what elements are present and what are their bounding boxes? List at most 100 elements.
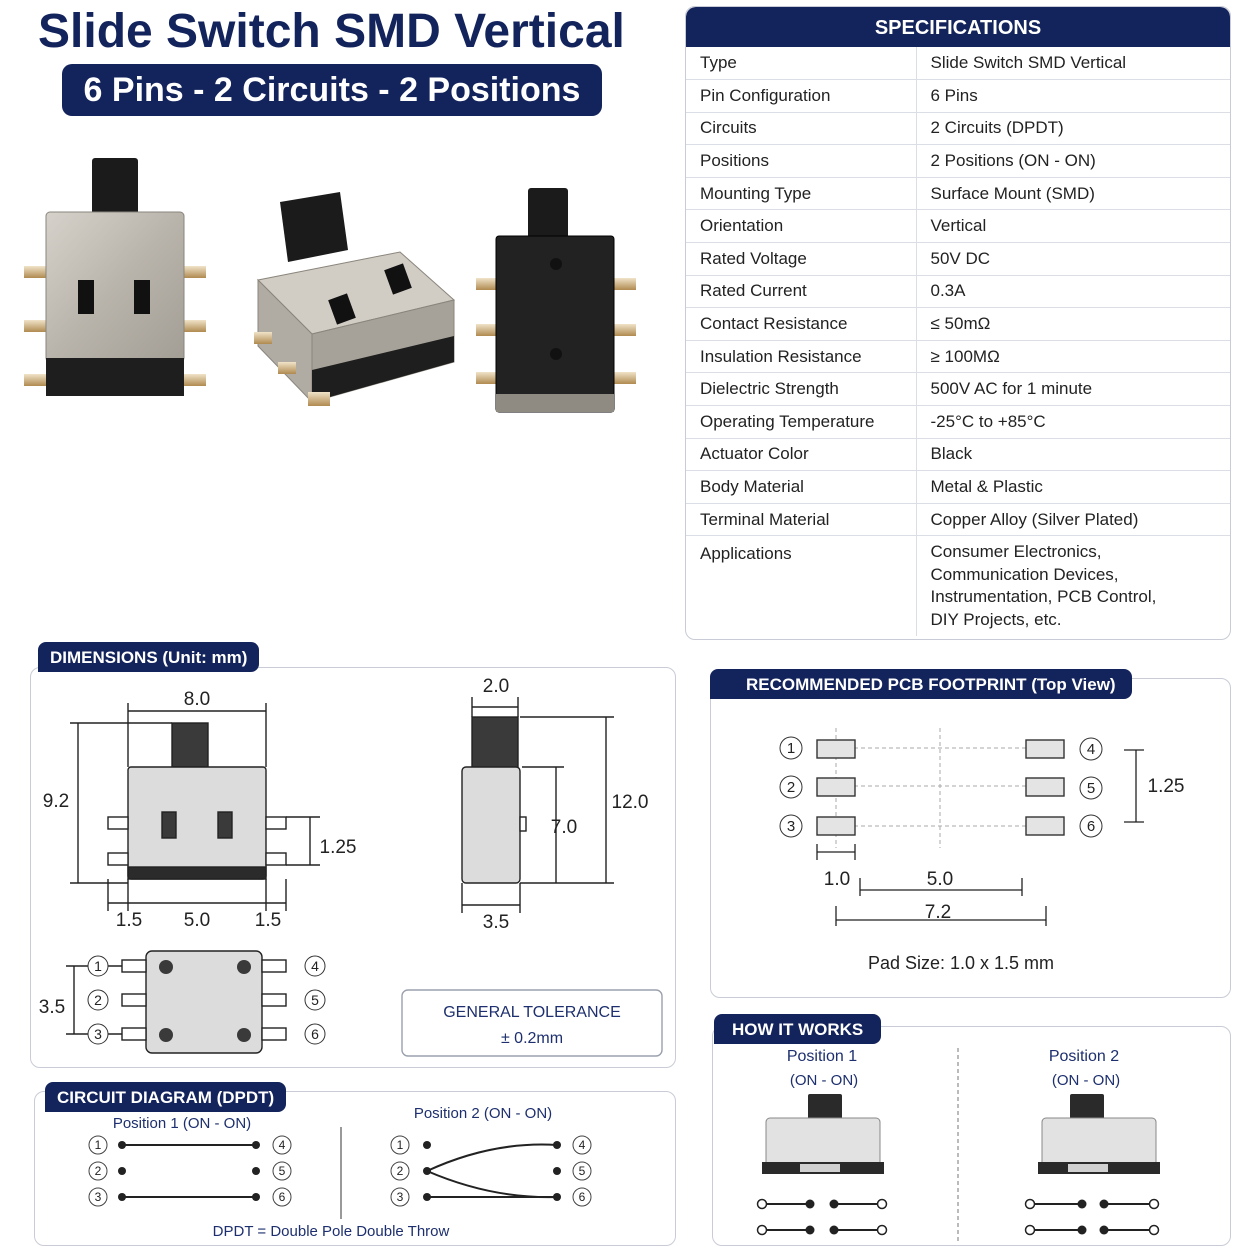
applications-line: Communication Devices, xyxy=(930,564,1119,584)
footprint-pitch: 1.25 xyxy=(1148,776,1185,797)
dim-bottom-pitch: 3.5 xyxy=(39,997,65,1018)
spec-key: Circuits xyxy=(686,112,917,146)
spec-key: Operating Temperature xyxy=(686,405,917,439)
dim-pin-span: 5.0 xyxy=(184,910,210,931)
circuit-heading: CIRCUIT DIAGRAM (DPDT) xyxy=(45,1082,287,1112)
spec-key: Dielectric Strength xyxy=(686,372,917,407)
dim-pin-label: 4 xyxy=(311,958,319,974)
footprint-pin-label: 6 xyxy=(1087,818,1095,835)
how-switch-2 xyxy=(1038,1094,1160,1174)
dim-side-thickness: 2.0 xyxy=(483,676,509,697)
applications-line: Consumer Electronics, xyxy=(930,542,1102,562)
how-pos2-title: Position 2 xyxy=(1049,1048,1119,1065)
spec-value: 2 Positions (ON - ON) xyxy=(916,144,1230,178)
applications-line: DIY Projects, etc. xyxy=(930,609,1062,629)
spec-key: Mounting Type xyxy=(686,177,917,211)
how-switch-1 xyxy=(762,1094,884,1174)
spec-value: 50V DC xyxy=(916,242,1230,276)
spec-key: Rated Voltage xyxy=(686,242,917,276)
dim-front-width: 8.0 xyxy=(184,689,210,710)
spec-value: Black xyxy=(916,438,1230,472)
footprint-heading: RECOMMENDED PCB FOOTPRINT (Top View) xyxy=(710,669,1132,699)
product-photo-front xyxy=(24,158,206,396)
spec-key: Insulation Resistance xyxy=(686,340,917,374)
spec-value: Slide Switch SMD Vertical xyxy=(916,47,1230,81)
how-pos1-sub: (ON - ON) xyxy=(790,1072,858,1089)
spec-value: Surface Mount (SMD) xyxy=(916,177,1230,211)
spec-row: Operating Temperature-25°C to +85°C xyxy=(686,405,1230,439)
subtitle-badge: 6 Pins - 2 Circuits - 2 Positions xyxy=(62,64,602,116)
footprint-pin-label: 5 xyxy=(1087,780,1095,797)
dim-pin-label: 5 xyxy=(311,992,319,1008)
spec-key: Orientation xyxy=(686,209,917,244)
circuit-pin-label: 5 xyxy=(279,1164,286,1178)
spec-value: 0.3A xyxy=(916,275,1230,309)
applications-line: Instrumentation, PCB Control, xyxy=(930,587,1157,607)
footprint-pin-label: 1 xyxy=(787,740,795,757)
product-photo-back xyxy=(476,188,636,413)
footprint-drawing: 1 2 3 4 5 6 1.25 1.0 5.0 7.2 Pad Size: 1… xyxy=(779,728,1185,973)
circuit-pin-label: 3 xyxy=(397,1190,404,1204)
circuit-pin-label: 1 xyxy=(95,1138,102,1152)
spec-value-applications: Consumer Electronics, Communication Devi… xyxy=(916,536,1230,636)
spec-value: 2 Circuits (DPDT) xyxy=(916,112,1230,146)
spec-value: 6 Pins xyxy=(916,79,1230,113)
footprint-pin-label: 2 xyxy=(787,779,795,796)
dim-pin-offset-right: 1.5 xyxy=(255,910,281,931)
dim-side-height-total: 12.0 xyxy=(612,792,649,813)
circuit-pin-label: 1 xyxy=(397,1138,404,1152)
circuit-pin-label: 4 xyxy=(579,1138,586,1152)
spec-value: ≥ 100MΩ xyxy=(916,340,1230,374)
spec-key: Body Material xyxy=(686,470,917,504)
spec-value: ≤ 50mΩ xyxy=(916,307,1230,341)
how-it-works-heading: HOW IT WORKS xyxy=(714,1014,882,1044)
spec-key: Actuator Color xyxy=(686,438,917,472)
circuit-pos1-label: Position 1 (ON - ON) xyxy=(113,1115,251,1132)
dim-pin-pitch: 1.25 xyxy=(320,837,357,858)
footprint-pin-label: 4 xyxy=(1087,741,1095,758)
circuit-pos2-label: Position 2 (ON - ON) xyxy=(414,1105,552,1122)
circuit-pin-label: 5 xyxy=(579,1164,586,1178)
dim-front-height: 9.2 xyxy=(43,791,69,812)
tolerance-label: GENERAL TOLERANCE xyxy=(443,1004,621,1021)
footprint-outer-span: 7.2 xyxy=(925,902,951,923)
dim-pin-label: 1 xyxy=(94,958,102,974)
spec-key: Pin Configuration xyxy=(686,79,917,113)
spec-key: Rated Current xyxy=(686,275,917,309)
how-pos2-sub: (ON - ON) xyxy=(1052,1072,1120,1089)
spec-row: Insulation Resistance≥ 100MΩ xyxy=(686,340,1230,374)
spec-value: Metal & Plastic xyxy=(916,470,1230,504)
spec-key: Contact Resistance xyxy=(686,307,917,341)
tolerance-value: ± 0.2mm xyxy=(501,1030,563,1047)
footprint-pad-size: Pad Size: 1.0 x 1.5 mm xyxy=(868,953,1054,973)
dim-pin-label: 3 xyxy=(94,1026,102,1042)
circuit-pin-label: 3 xyxy=(95,1190,102,1204)
dim-pin-offset-left: 1.5 xyxy=(116,910,142,931)
spec-value: Vertical xyxy=(916,209,1230,244)
spec-row: Contact Resistance≤ 50mΩ xyxy=(686,307,1230,341)
circuit-pin-label: 6 xyxy=(279,1190,286,1204)
dimensions-heading: DIMENSIONS (Unit: mm) xyxy=(38,642,260,672)
how-pos1-title: Position 1 xyxy=(787,1048,857,1065)
circuit-drawing: Position 1 (ON - ON) Position 2 (ON - ON… xyxy=(88,1105,592,1240)
spec-key: Type xyxy=(686,47,917,81)
circuit-pin-label: 4 xyxy=(279,1138,286,1152)
dim-side-body-height: 7.0 xyxy=(551,817,577,838)
dimensions-drawing: 8.0 9.2 1.25 1.5 5.0 1.5 2.0 12.0 7.0 3.… xyxy=(39,676,663,1057)
product-photo-angled xyxy=(254,192,456,406)
spec-value: -25°C to +85°C xyxy=(916,405,1230,439)
circuit-footnote: DPDT = Double Pole Double Throw xyxy=(213,1223,450,1240)
